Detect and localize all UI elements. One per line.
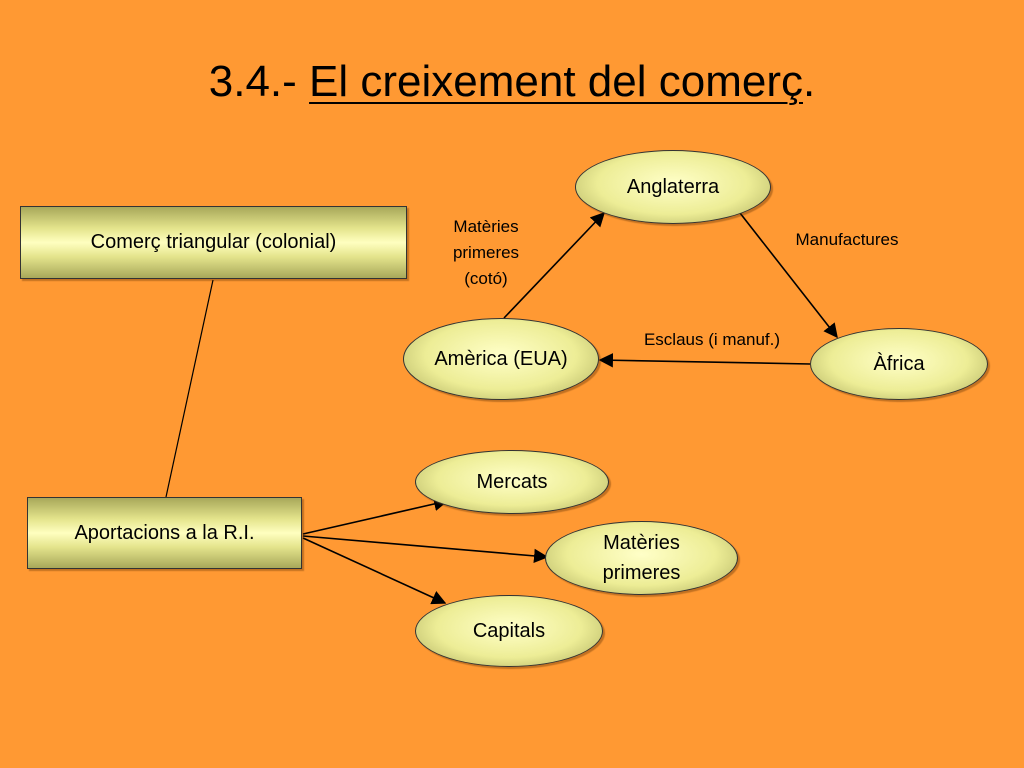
title-prefix: 3.4.- [208,57,310,106]
node-aportacions: Aportacions a la R.I. [27,497,302,569]
node-mercats: Mercats [415,450,609,514]
node-africa: Àfrica [810,328,988,400]
edge-label-esclaus: Esclaus (i manuf.) [643,330,781,349]
node-capitals: Capitals [415,595,603,667]
title-main: El creixement del comerç [309,57,803,106]
node-anglaterra: Anglaterra [575,150,771,224]
arrow-africa-to-america [598,353,811,368]
title-suffix: . [803,57,816,106]
arrow-aportacions-to-capitals [302,537,447,605]
link-comerc-to-aportacions [165,279,214,498]
edge-label-manufactures: Manufactures [795,230,899,249]
arrow-anglaterra-to-africa [739,212,838,339]
node-america: Amèrica (EUA) [403,318,599,400]
arrow-aportacions-to-mercats [302,496,449,535]
node-comerc-triangular: Comerç triangular (colonial) [20,206,407,279]
node-materies-primeres: Matèries primeres [545,521,738,595]
node-materies-primeres-label: Matèries primeres [602,532,681,584]
arrow-america-to-anglaterra [503,211,605,319]
edge-label-materies-coto: Matèries primeres (cotó) [452,217,520,288]
arrow-aportacions-to-materies [302,535,549,564]
slide-title: 3.4.- El creixement del comerç. [0,52,1024,112]
